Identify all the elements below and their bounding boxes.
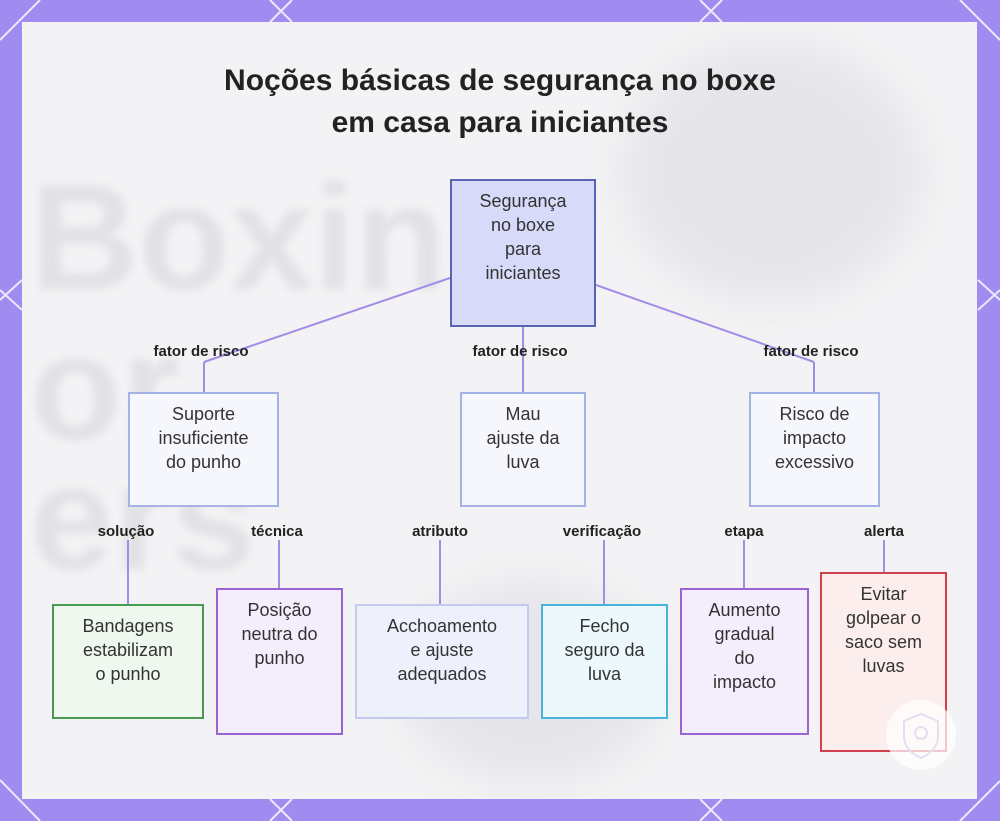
risk-node-impact: Risco de impacto excessivo [749, 392, 880, 507]
node-text: Aumento [708, 598, 780, 622]
root-node: Segurança no boxe para iniciantes [450, 179, 596, 327]
node-text: do punho [158, 450, 248, 474]
node-text: para [479, 237, 566, 261]
node-text: impacto [708, 670, 780, 694]
edge-label: técnica [251, 523, 303, 540]
node-text: Evitar [845, 582, 922, 606]
leaf-node-wraps: Bandagens estabilizam o punho [52, 604, 204, 719]
edge-label: etapa [724, 523, 763, 540]
node-text: do [708, 646, 780, 670]
leaf-node-secure-closure: Fecho seguro da luva [541, 604, 668, 719]
shield-icon [886, 700, 956, 770]
node-text: insuficiente [158, 426, 248, 450]
leaf-node-padding-fit: Acchoamento e ajuste adequados [355, 604, 529, 719]
node-text: impacto [775, 426, 854, 450]
edge-label: fator de risco [153, 343, 248, 360]
node-text: Risco de [775, 402, 854, 426]
node-text: Acchoamento [387, 614, 497, 638]
edge-label: solução [98, 523, 155, 540]
node-text: gradual [708, 622, 780, 646]
node-text: Suporte [158, 402, 248, 426]
node-text: e ajuste [387, 638, 497, 662]
edge-label: alerta [864, 523, 904, 540]
edge-label: fator de risco [763, 343, 858, 360]
node-text: saco sem [845, 630, 922, 654]
node-text: o punho [82, 662, 173, 686]
node-text: Posição [241, 598, 317, 622]
leaf-node-neutral-wrist: Posição neutra do punho [216, 588, 343, 735]
node-text: Fecho [564, 614, 644, 638]
edge-label: fator de risco [472, 343, 567, 360]
node-text: punho [241, 646, 317, 670]
edge-label: atributo [412, 523, 468, 540]
node-text: no boxe [479, 213, 566, 237]
node-text: luva [486, 450, 559, 474]
edge-label: verificação [563, 523, 641, 540]
node-text: ajuste da [486, 426, 559, 450]
node-text: neutra do [241, 622, 317, 646]
watermark-badge [886, 700, 956, 770]
risk-node-glove-fit: Mau ajuste da luva [460, 392, 586, 507]
node-text: seguro da [564, 638, 644, 662]
node-text: Segurança [479, 189, 566, 213]
node-text: estabilizam [82, 638, 173, 662]
node-text: excessivo [775, 450, 854, 474]
leaf-node-gradual-impact: Aumento gradual do impacto [680, 588, 809, 735]
node-text: adequados [387, 662, 497, 686]
node-text: golpear o [845, 606, 922, 630]
node-text: Mau [486, 402, 559, 426]
node-text: luva [564, 662, 644, 686]
node-text: Bandagens [82, 614, 173, 638]
node-text: iniciantes [479, 261, 566, 285]
node-text: luvas [845, 654, 922, 678]
risk-node-wrist-support: Suporte insuficiente do punho [128, 392, 279, 507]
